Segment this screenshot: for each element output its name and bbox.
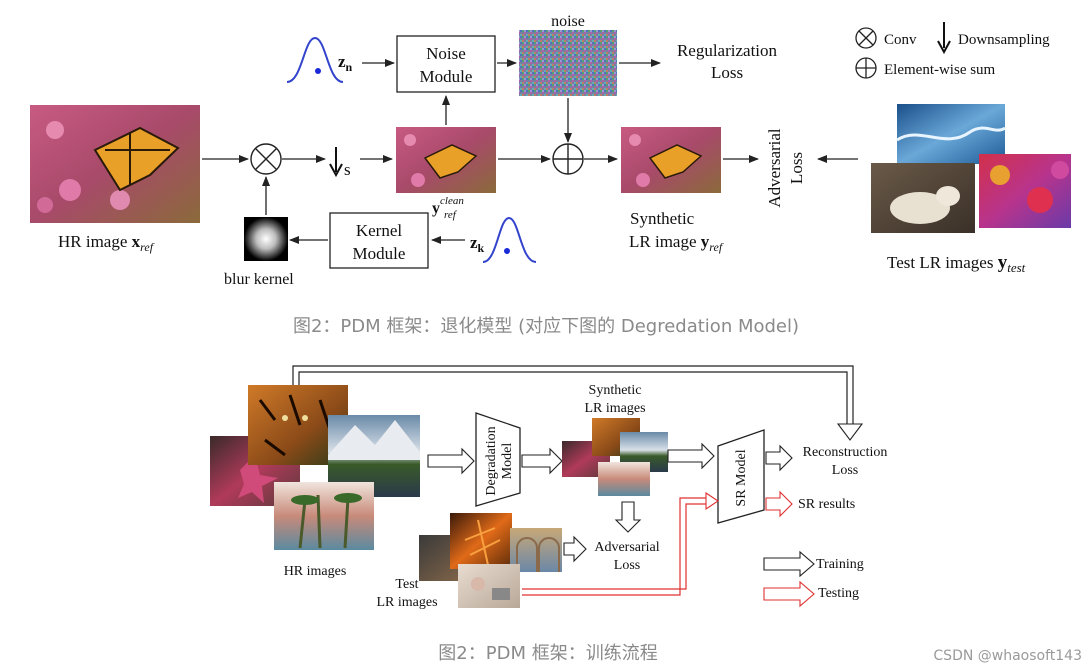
- noise-label: noise: [551, 13, 585, 30]
- training-pipeline-figure: HR images Degradation Model Synthetic LR…: [210, 365, 888, 610]
- hr-image-label: HR image: [58, 232, 127, 251]
- synthetic-lr-line2: LR images: [584, 401, 645, 416]
- blur-kernel-label: blur kernel: [224, 271, 294, 288]
- legend-sum-label: Element-wise sum: [884, 62, 996, 78]
- zk-sub: k: [478, 241, 485, 255]
- sr-model-block: [717, 429, 765, 524]
- legend-testing-arrow: [763, 580, 815, 608]
- test-lr-line1: Test: [395, 577, 418, 592]
- arrow-hr-to-degradation: [427, 447, 475, 475]
- synthetic-lr-butterfly-image: [621, 127, 721, 193]
- downsample-operator: s: [329, 147, 351, 179]
- zk-main: z: [470, 233, 478, 252]
- degradation-model-block: [475, 412, 521, 507]
- test-lr-images-stack: [871, 104, 1071, 233]
- noise-image: [519, 30, 617, 96]
- zn-main: z: [338, 52, 346, 71]
- reconstruction-line1: Reconstruction: [803, 445, 888, 460]
- svg-text:LR image yref: LR image yref: [629, 232, 724, 254]
- gaussian-zn-icon: [286, 36, 344, 83]
- svg-text:zn: zn: [338, 52, 353, 74]
- kernel-module-line2: Module: [353, 244, 406, 263]
- arrow-synthetic-to-adversarial: [614, 501, 642, 533]
- clean-lr-butterfly-image: [396, 127, 496, 193]
- test-lr-collage: [419, 513, 562, 608]
- legend-conv-label: Conv: [884, 32, 917, 48]
- legend-training-arrow: [763, 550, 815, 578]
- test-lr-sub: test: [1007, 260, 1025, 275]
- kernel-module-box: [329, 212, 429, 269]
- arrow-sr-to-reconstruction: [765, 444, 793, 472]
- noise-module-line2: Module: [420, 67, 473, 86]
- arrow-sr-to-results: [765, 490, 793, 518]
- regularization-loss-line2: Loss: [711, 63, 743, 82]
- adversarial-line2: Loss: [787, 152, 806, 184]
- svg-text:yclean: yclean: [432, 195, 464, 217]
- hr-images-collage: [210, 385, 420, 550]
- synthetic-lr-collage: [562, 418, 668, 496]
- degradation-line1: Degradation: [484, 426, 499, 495]
- reconstruction-line2: Loss: [832, 463, 858, 478]
- zn-sub: n: [346, 60, 353, 74]
- adversarial-loss-label: Adversarial Loss: [765, 128, 806, 208]
- legend-sum-icon: [855, 57, 877, 79]
- synthetic-lr-line1: Synthetic: [589, 383, 642, 398]
- clean-sup: clean: [440, 195, 464, 207]
- clean-sub: ref: [444, 209, 458, 221]
- legend-downsampling-icon: [937, 22, 951, 55]
- arrow-synthetic-to-sr: [667, 442, 715, 470]
- caption-training-pipeline: 图2：PDM 框架：训练流程: [438, 643, 657, 664]
- test-orange-image: [450, 513, 512, 569]
- synthetic-sub: ref: [709, 240, 724, 254]
- watermark: CSDN @whaosoft143: [933, 648, 1082, 664]
- legend-downsampling-label: Downsampling: [958, 32, 1050, 48]
- regularization-loss-line1: Regularization: [677, 41, 778, 60]
- test-coffee-image: [458, 564, 520, 608]
- hr-image-math: x: [132, 232, 141, 251]
- caption-degradation-model: 图2：PDM 框架：退化模型 (对应下图的 Degredation Model): [293, 316, 799, 337]
- downsample-label: s: [344, 160, 351, 179]
- arrow-test-to-adversarial: [563, 535, 587, 563]
- kernel-module-line1: Kernel: [356, 221, 403, 240]
- svg-text:Test LR images ytest: Test LR images ytest: [887, 252, 1026, 275]
- gaussian-zk-icon: [482, 216, 537, 263]
- arrow-test-to-sr: [705, 491, 719, 511]
- element-wise-sum-icon: [552, 143, 584, 175]
- noise-module-box: [396, 35, 496, 93]
- legend-conv-icon: [855, 27, 877, 49]
- sr-results-label: SR results: [798, 497, 855, 512]
- test-lr-line2: LR images: [376, 595, 437, 610]
- adversarial2-line2: Loss: [614, 558, 640, 573]
- legend: Conv Downsampling Element-wise sum: [855, 22, 1050, 79]
- test-lr-math: y: [998, 252, 1008, 273]
- legend-training-label: Training: [816, 557, 864, 572]
- sr-model-label: SR Model: [734, 449, 749, 506]
- degradation-model-figure: HR image xref blur kernel Kernel Module …: [30, 13, 1071, 288]
- test-lr-label: Test LR images: [887, 253, 993, 272]
- hr-butterfly-image: [30, 105, 200, 223]
- synthetic-line2: LR image: [629, 232, 697, 251]
- hr-image-sub: ref: [140, 240, 155, 254]
- noise-module-line1: Noise: [426, 44, 466, 63]
- svg-text:zk: zk: [470, 233, 485, 255]
- degradation-line2: Model: [500, 443, 515, 480]
- hr-palm-image: [274, 482, 374, 550]
- hr-images-label: HR images: [284, 564, 347, 579]
- adversarial-line1: Adversarial: [765, 128, 784, 208]
- clean-main: y: [432, 200, 440, 217]
- synthetic-line1: Synthetic: [630, 209, 695, 228]
- legend-testing-label: Testing: [818, 586, 859, 601]
- arrow-degradation-to-synthetic: [521, 447, 563, 475]
- synthetic-math: y: [701, 232, 710, 251]
- conv-operator-icon: [250, 143, 282, 175]
- adversarial2-line1: Adversarial: [594, 540, 659, 555]
- svg-text:HR image xref: HR image xref: [58, 232, 155, 254]
- blur-kernel-image: [244, 217, 288, 261]
